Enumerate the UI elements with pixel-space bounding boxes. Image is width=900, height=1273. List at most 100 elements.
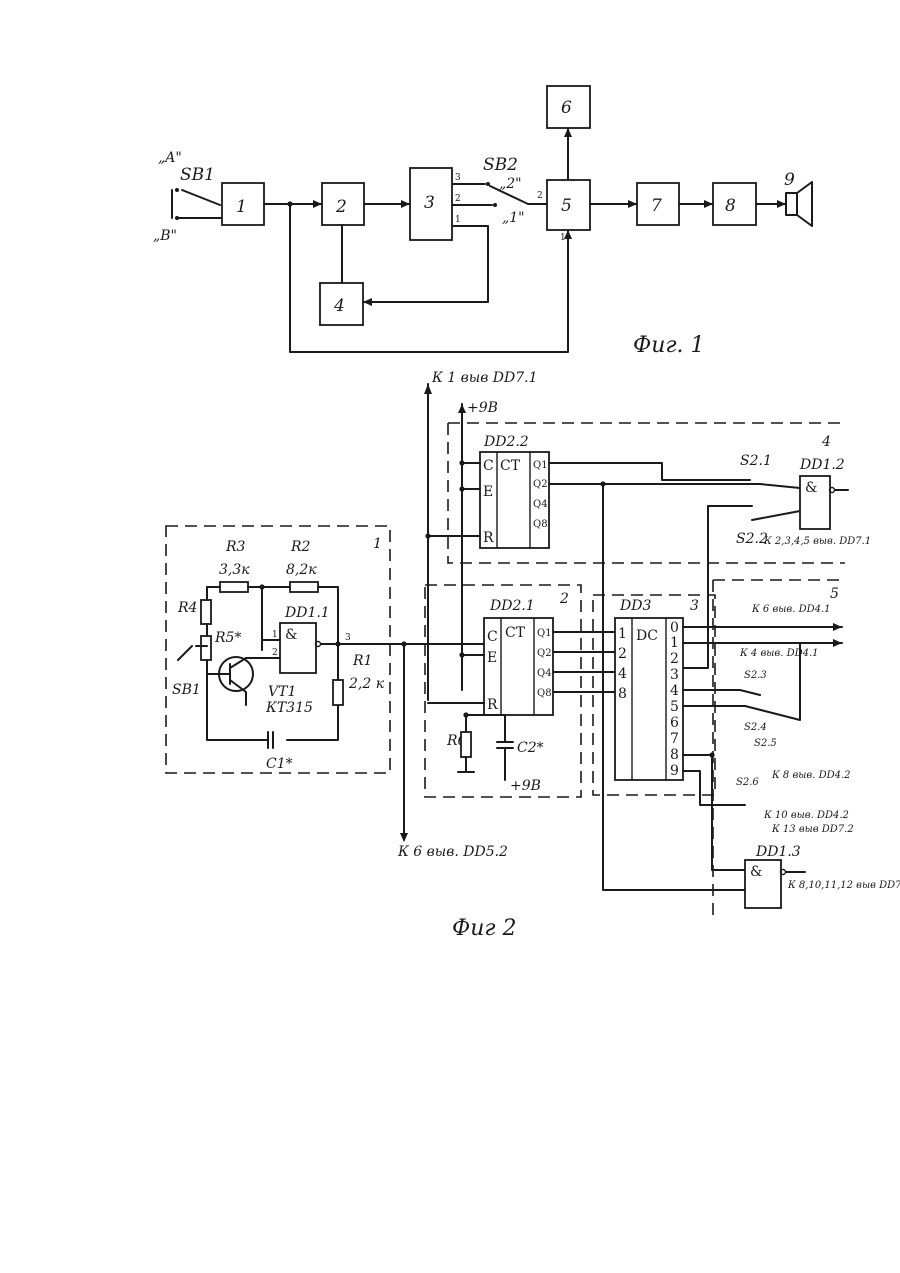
block-5-label: 5 xyxy=(561,196,572,216)
dd21-q2: Q2 xyxy=(537,648,552,659)
dd3-out-0: 0 xyxy=(670,620,679,636)
block-2-label: 2 xyxy=(335,197,347,217)
switch-s21-s22 xyxy=(708,484,800,520)
dd3-in-1: 1 xyxy=(618,626,627,642)
zone-2-label: 2 xyxy=(559,591,569,607)
pin-b5-1: 1 xyxy=(560,233,566,243)
dd3-dc: DC xyxy=(636,628,658,644)
vt1-value: КТ315 xyxy=(265,700,313,716)
svg-text:3: 3 xyxy=(345,633,351,643)
dd13-and: & xyxy=(750,864,762,880)
junction xyxy=(287,201,292,206)
pin-b3-3: 3 xyxy=(455,173,461,183)
label-to-dd71: К 2,3,4,5 выв. DD7.1 xyxy=(763,536,871,547)
dd22-q2: Q2 xyxy=(533,479,548,490)
label-pos-1: „1" xyxy=(502,210,525,226)
r5-resistor xyxy=(201,636,211,660)
dd3-out-5: 5 xyxy=(670,699,679,715)
block-9-label: 9 xyxy=(784,170,795,190)
dd3-out-6: 6 xyxy=(670,715,679,731)
pin-b5-2: 2 xyxy=(537,191,543,201)
sb1-contact-a xyxy=(175,188,179,192)
dd22-q1: Q1 xyxy=(533,460,548,471)
label-to-dd41-6: К 6 выв. DD4.1 xyxy=(751,604,831,615)
label-s23: S2.3 xyxy=(744,670,767,681)
dd22-inputs xyxy=(428,463,480,536)
label-to-dd52: К 6 выв. DD5.2 xyxy=(397,844,508,860)
pin-b3-2: 2 xyxy=(455,194,461,204)
dd21-e: E xyxy=(487,650,497,666)
zone-3-label: 3 xyxy=(690,598,699,614)
label-s25: S2.5 xyxy=(754,738,777,749)
arrow-up-icon xyxy=(424,384,432,394)
dd11-and: & xyxy=(285,627,297,643)
arrow-down-icon xyxy=(400,833,408,842)
block-8-label: 8 xyxy=(725,196,736,216)
dd3-in-8: 8 xyxy=(618,686,627,702)
dd3-out-4: 4 xyxy=(670,683,679,699)
r4-label: R4 xyxy=(177,600,197,616)
figure-2-caption: Фиг 2 xyxy=(452,916,517,941)
c1-capacitor xyxy=(268,732,273,748)
label-to-dd72-8: К 8,10,11,12 выв DD7.2 xyxy=(787,880,900,891)
sb1-label: SB1 xyxy=(172,682,201,698)
dd3-out-9: 9 xyxy=(670,763,679,779)
dd21-label: DD2.1 xyxy=(489,598,535,614)
vt1-label: VT1 xyxy=(268,684,296,700)
dd22-c: C xyxy=(483,458,494,474)
block-7-label: 7 xyxy=(651,196,662,216)
dd22-q8: Q8 xyxy=(533,519,548,530)
label-to-dd42-10: К 10 выв. DD4.2 xyxy=(763,810,849,821)
sb1-switch xyxy=(172,190,222,218)
dd13-label: DD1.3 xyxy=(755,844,801,860)
zone-1 xyxy=(166,526,390,773)
dd3-out-1: 1 xyxy=(670,635,679,651)
block-1-label: 1 xyxy=(236,197,247,217)
r3-resistor xyxy=(220,582,248,592)
label-plus9-bot: +9В xyxy=(510,778,541,794)
r5-label: R5* xyxy=(214,630,241,646)
dd21-inputs xyxy=(428,644,484,703)
label-s26: S2.6 xyxy=(736,777,759,788)
r3-label: R3 xyxy=(225,539,246,555)
r2-resistor xyxy=(290,582,318,592)
label-sb2: SB2 xyxy=(483,155,518,175)
r4-resistor xyxy=(201,600,211,624)
dd22-ct: CT xyxy=(500,458,521,474)
label-to-dd72-13: К 13 выв DD7.2 xyxy=(771,824,854,835)
zone-5-label: 5 xyxy=(830,586,839,602)
dd11-label: DD1.1 xyxy=(284,605,330,621)
label-plus9-top: +9В xyxy=(467,400,498,416)
figure-1: „A" SB1 „B" 1 2 3 4 5 6 7 8 9 SB2 xyxy=(153,86,812,358)
dd21-q4: Q4 xyxy=(537,668,552,679)
figure-2: 1 4 2 3 5 К 1 выв DD7.1 +9В DD2.2 CT C E… xyxy=(166,370,900,941)
label-b: „B" xyxy=(153,228,177,244)
label-s21: S2.1 xyxy=(740,453,772,469)
dd22-r: R xyxy=(483,530,494,546)
pin-b3-1: 1 xyxy=(455,215,461,225)
c1-label: C1* xyxy=(266,756,293,772)
dd3-out-7: 7 xyxy=(670,731,679,747)
dd3-out-3: 3 xyxy=(670,667,679,683)
dd22-e: E xyxy=(483,484,493,500)
r1-resistor xyxy=(333,680,343,705)
c2-label: C2* xyxy=(517,740,544,756)
label-s24: S2.4 xyxy=(744,722,767,733)
c2-capacitor xyxy=(497,742,513,780)
vt1-pins xyxy=(207,658,246,705)
block-4-label: 4 xyxy=(333,296,345,316)
block-6-label: 6 xyxy=(561,98,572,118)
sb2-contact-2 xyxy=(486,182,490,186)
r3-value: 3,3к xyxy=(219,562,250,578)
zone-1-label: 1 xyxy=(373,536,382,552)
dd12-and: & xyxy=(805,480,817,496)
zone-4-label: 4 xyxy=(821,434,831,450)
r1-label: R1 xyxy=(352,653,372,669)
dd3-out-8: 8 xyxy=(670,747,679,763)
dd3-in-2: 2 xyxy=(618,646,627,662)
sb2-contact-1 xyxy=(493,203,497,207)
r1-value: 2,2 к xyxy=(348,676,385,692)
svg-text:1: 1 xyxy=(272,630,278,640)
dd12-label: DD1.2 xyxy=(799,457,845,473)
